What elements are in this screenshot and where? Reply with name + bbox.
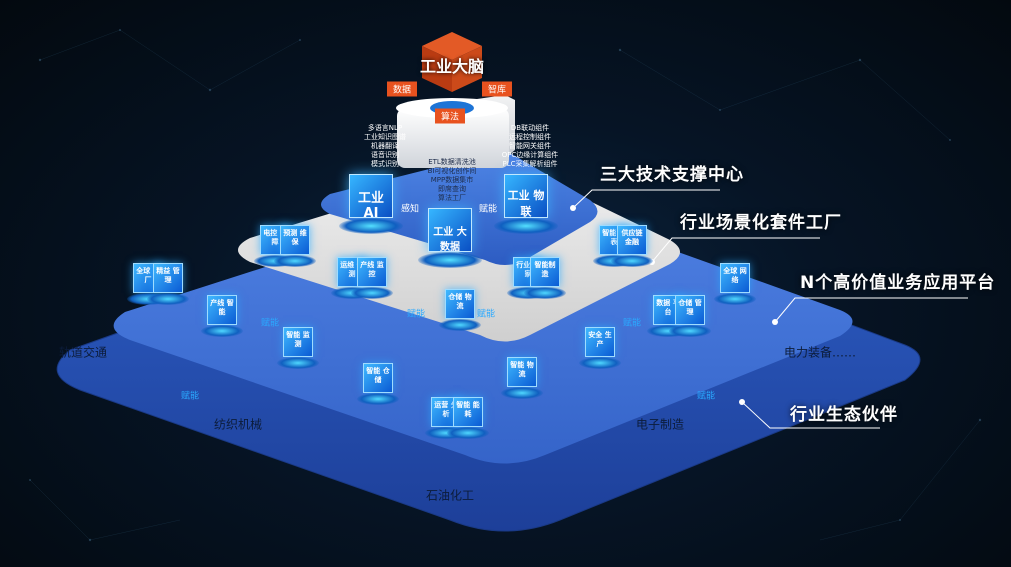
network-background [29,29,982,542]
smart-lib-tag: 智库 [481,81,513,97]
callout-tech-centers: 三大技术支撑中心 [600,165,744,185]
industrial-brain-cube: 工业大脑 [420,30,484,94]
cube-label: 智能 仓储 [366,367,390,384]
industry-power: 电力装备…… [783,345,857,360]
flow-label: 赋能 [406,309,426,320]
empower-core-label: 赋能 [478,204,498,215]
industry-petro: 石油化工 [425,488,475,503]
brain-cube-icon [422,32,482,92]
cube-label: 运维 预测 [340,261,364,278]
ai-component-item: 模式识别 [371,160,399,168]
algorithm-tag: 算法 [434,108,466,124]
cube-label: 供应链 金融 [621,229,643,246]
industry-rail: 轨道交通 [58,345,108,360]
flow-label: 赋能 [180,391,200,402]
iot-component-item: DB联动组件 [510,124,550,132]
ai-component-item: 语音识别 [371,151,399,159]
data-tag: 数据 [386,81,418,97]
industry-textile: 纺织机械 [213,417,263,432]
bigdata-component-item: MPP数据集市 [430,176,474,184]
callout-ecosystem: 行业生态伙伴 [790,405,898,425]
cube-label: 智能 监测 [286,331,310,348]
scene-kit-cube: 智能制造 [524,257,566,299]
cube-label: 数据 平台 [656,299,680,316]
iot-component-item: OPC边缘计算组件 [501,151,559,159]
callout-app-platforms: N个高价值业务应用平台 [800,273,996,293]
industry-electronics: 电子制造 [635,417,685,432]
iot-component-item: 智能网关组件 [509,142,551,150]
flow-label: 赋能 [476,309,496,320]
cube-label: 智能 能耗 [456,401,480,418]
scene-kit-cube: 仓储 物流 [439,289,481,331]
cube-label: 产线 监控 [360,261,384,278]
app-platform-cube: 智能 仓储 [357,363,399,405]
callout-lines [572,189,968,429]
app-platform-cube: 安全 生产 [579,327,621,369]
cube-label: 运营 分析 [434,401,458,418]
app-platform-cube: 产线 智能 [201,295,243,337]
bigdata-component-item: 即席查询 [438,185,466,193]
industrial-bigdata-cube: 工业 大数据 [418,208,482,268]
cube-label: 安全 生产 [588,331,612,348]
cube-label: 精益 管理 [156,267,180,284]
ai-component-item: 工业知识图谱 [364,133,406,141]
scene-kit-cube: 产线 监控 [351,257,393,299]
cube-label: 全球 工厂 [136,267,160,284]
cube-label: 仓储 物流 [448,293,472,310]
cube-label: 预测 维保 [283,229,307,246]
industrial-ai-cube: 工业 AI [339,174,403,234]
brain-label: 工业大脑 [420,57,485,76]
app-platform-cube: 精益 管理 [147,263,189,305]
bigdata-component-item: BI可视化创作间 [427,167,477,175]
flow-label: 赋能 [622,318,642,329]
cube-label: 产线 智能 [210,299,234,316]
app-platform-cube: 智能 能耗 [447,397,489,439]
sense-label: 感知 [400,204,420,215]
scene-kit-cube: 供应链 金融 [611,225,653,267]
app-platform-cube: 仓储 管理 [669,295,711,337]
app-platform-cube: 全球 网络 [714,263,756,305]
cube-label: 全球 网络 [723,267,747,284]
app-platform-cube: 智能 物流 [501,357,543,399]
flow-label: 赋能 [260,318,280,329]
cube-label: 智能 电表 [602,229,626,246]
scene-kit-cube: 预测 维保 [274,225,316,267]
cube-label: 智能制造 [534,261,556,278]
ai-component-item: 多语言NLP [367,124,403,132]
cube-label: 行业 专家 [516,261,540,278]
cube-label: 智能 物流 [510,361,534,378]
bigdata-component-item: 算法工厂 [438,194,466,202]
ai-component-item: 机器翻译 [371,142,399,150]
app-platform-cube: 智能 监测 [277,327,319,369]
cube-label: 电控 故障 [263,229,287,246]
industrial-iot-cube: 工业 物联 [494,174,558,234]
iot-component-item: 远程控制组件 [509,133,551,141]
iot-component-item: PLC采集解析组件 [502,160,558,168]
cube-label: 仓储 管理 [678,299,702,316]
bigdata-component-item: ETL数据清洗池 [428,158,476,166]
flow-label: 赋能 [696,391,716,402]
callout-scene-kits: 行业场景化套件工厂 [680,213,842,233]
